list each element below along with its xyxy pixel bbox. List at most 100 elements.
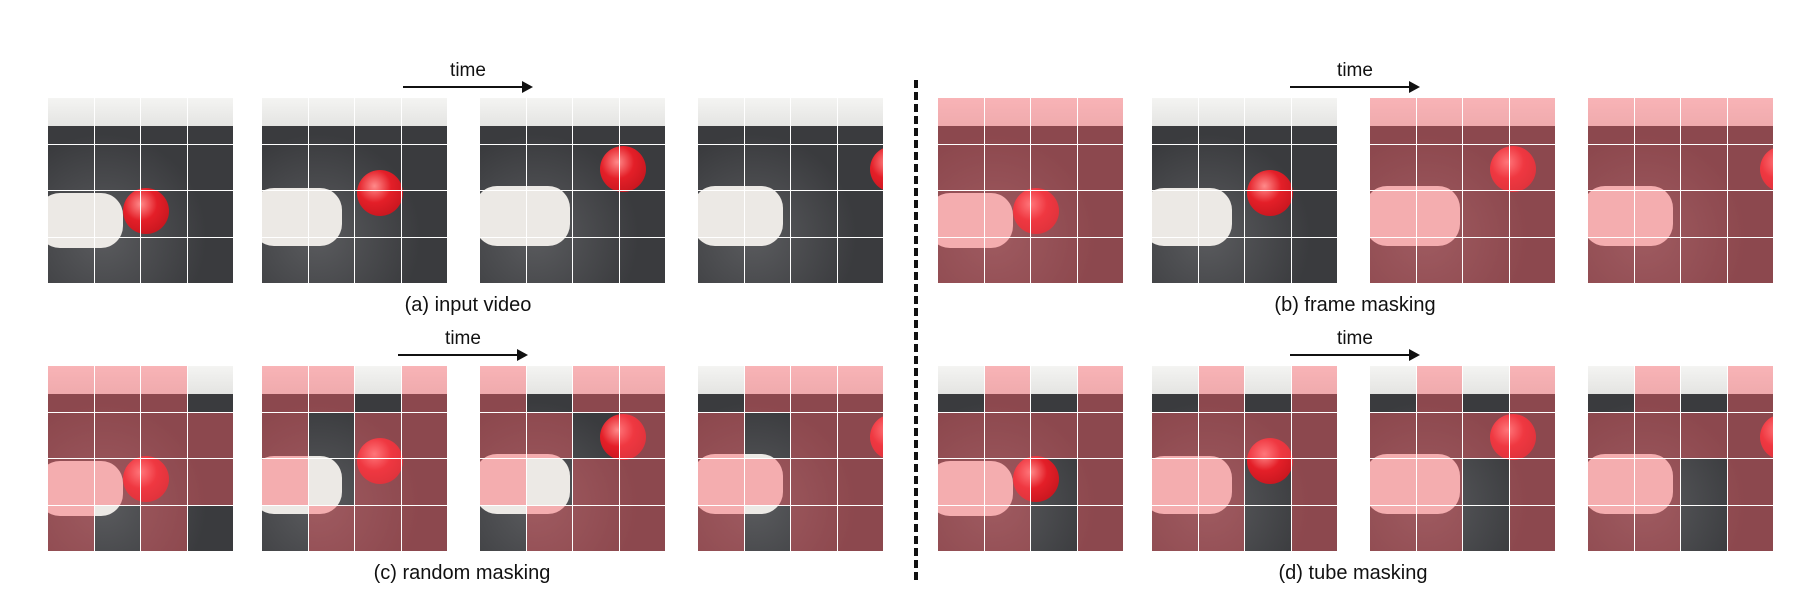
masked-patch bbox=[1031, 191, 1078, 238]
visible-patch bbox=[698, 144, 745, 191]
patch-grid bbox=[1152, 98, 1338, 284]
masked-patch bbox=[355, 505, 402, 552]
masked-patch bbox=[573, 459, 620, 506]
masked-patch bbox=[837, 366, 884, 413]
masked-patch bbox=[1588, 191, 1635, 238]
hand bbox=[1152, 188, 1232, 246]
visible-patch bbox=[1463, 505, 1510, 552]
masked-patch bbox=[1370, 144, 1417, 191]
visible-patch bbox=[1245, 366, 1292, 413]
masked-patch bbox=[984, 191, 1031, 238]
visible-patch bbox=[698, 191, 745, 238]
red-ball bbox=[123, 188, 169, 234]
visible-patch bbox=[938, 366, 985, 413]
video-frame-1 bbox=[48, 98, 234, 284]
masked-patch bbox=[1370, 505, 1417, 552]
masked-patch bbox=[1681, 412, 1728, 459]
visible-patch bbox=[1245, 505, 1292, 552]
visible-patch bbox=[573, 144, 620, 191]
visible-patch bbox=[308, 191, 355, 238]
masked-patch bbox=[1727, 237, 1774, 284]
visible-patch bbox=[355, 366, 402, 413]
masked-patch bbox=[1031, 412, 1078, 459]
masked-patch bbox=[480, 459, 527, 506]
visible-patch bbox=[791, 191, 838, 238]
masked-patch bbox=[1588, 505, 1635, 552]
hand bbox=[698, 186, 783, 246]
masked-patch bbox=[1727, 366, 1774, 413]
masked-patch bbox=[401, 366, 448, 413]
masked-patch bbox=[984, 459, 1031, 506]
masked-patch bbox=[141, 366, 188, 413]
masked-patch bbox=[938, 98, 985, 145]
masked-patch bbox=[1463, 412, 1510, 459]
masked-patch bbox=[837, 505, 884, 552]
masked-patch bbox=[526, 412, 573, 459]
masked-patch bbox=[48, 459, 95, 506]
panel-caption: (c) random masking bbox=[373, 562, 551, 584]
red-ball bbox=[1760, 414, 1774, 460]
video-frame-3 bbox=[1370, 366, 1556, 552]
masked-patch bbox=[1727, 505, 1774, 552]
visible-patch bbox=[48, 144, 95, 191]
masked-patch bbox=[1152, 412, 1199, 459]
masked-patch bbox=[573, 505, 620, 552]
time-arrow bbox=[398, 349, 528, 361]
masked-patch bbox=[1416, 144, 1463, 191]
time-label: time bbox=[450, 60, 486, 81]
masked-patch bbox=[1416, 412, 1463, 459]
patch-grid bbox=[1370, 366, 1556, 552]
visible-patch bbox=[1291, 237, 1338, 284]
hand bbox=[262, 188, 342, 246]
masked-patch bbox=[1634, 505, 1681, 552]
video-frame-4 bbox=[1588, 366, 1774, 552]
masked-patch bbox=[1198, 366, 1245, 413]
hand bbox=[698, 454, 783, 514]
masked-patch bbox=[526, 505, 573, 552]
time-label: time bbox=[1337, 328, 1373, 349]
visible-patch bbox=[619, 191, 666, 238]
visible-patch bbox=[94, 191, 141, 238]
masked-patch bbox=[401, 505, 448, 552]
masked-patch bbox=[1370, 98, 1417, 145]
masked-patch bbox=[744, 459, 791, 506]
masked-patch bbox=[791, 366, 838, 413]
visible-patch bbox=[791, 144, 838, 191]
masked-patch bbox=[1198, 505, 1245, 552]
masked-patch bbox=[1370, 191, 1417, 238]
masked-patch bbox=[1509, 366, 1556, 413]
visible-patch bbox=[187, 191, 234, 238]
hand bbox=[48, 461, 123, 516]
masked-patch bbox=[1416, 237, 1463, 284]
visible-patch bbox=[308, 237, 355, 284]
red-ball bbox=[600, 414, 646, 460]
patch-grid bbox=[1588, 98, 1774, 284]
masked-patch bbox=[1681, 98, 1728, 145]
visible-patch bbox=[1245, 191, 1292, 238]
video-frame-2 bbox=[1152, 366, 1338, 552]
masked-patch bbox=[791, 459, 838, 506]
masked-patch bbox=[938, 191, 985, 238]
video-frame-1 bbox=[938, 98, 1124, 284]
visible-patch bbox=[94, 505, 141, 552]
masked-patch bbox=[1727, 98, 1774, 145]
hand bbox=[1588, 186, 1673, 246]
visible-patch bbox=[1198, 144, 1245, 191]
patch-grid bbox=[48, 366, 234, 552]
visible-patch bbox=[1031, 505, 1078, 552]
time-arrow bbox=[1290, 81, 1420, 93]
visible-patch bbox=[262, 505, 309, 552]
hand bbox=[480, 454, 570, 514]
masked-patch bbox=[1681, 144, 1728, 191]
masked-patch bbox=[1588, 144, 1635, 191]
masked-patch bbox=[1634, 237, 1681, 284]
visible-patch bbox=[837, 237, 884, 284]
visible-patch bbox=[480, 98, 527, 145]
visible-patch bbox=[1370, 366, 1417, 413]
red-ball bbox=[1490, 414, 1536, 460]
visible-patch bbox=[262, 237, 309, 284]
masked-patch bbox=[48, 412, 95, 459]
video-frame-1 bbox=[48, 366, 234, 552]
panel-caption: (a) input video bbox=[404, 294, 532, 316]
masked-patch bbox=[1077, 144, 1124, 191]
